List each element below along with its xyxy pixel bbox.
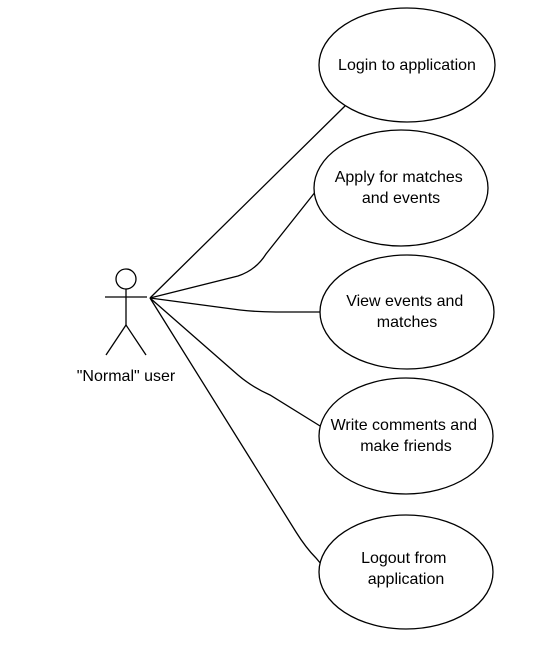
actor-right-leg xyxy=(125,324,147,356)
actor-label: "Normal" user xyxy=(77,368,176,385)
use-case-login-label: Login to application xyxy=(338,57,476,74)
use-case-write: Write comments and make friends xyxy=(318,377,494,495)
use-case-apply-label: Apply for matches and events xyxy=(335,169,468,207)
use-case-login: Login to application xyxy=(318,7,496,123)
association-logout xyxy=(149,297,322,565)
actor-head xyxy=(115,268,137,290)
association-login xyxy=(149,105,346,299)
use-case-view-label: View events and matches xyxy=(346,293,468,331)
use-case-logout: Logout from application xyxy=(318,514,494,630)
use-case-logout-label: Logout from application xyxy=(361,550,451,588)
association-write xyxy=(149,297,334,435)
use-case-apply: Apply for matches and events xyxy=(313,129,489,247)
actor-left-leg xyxy=(105,324,127,356)
use-case-view: View events and matches xyxy=(319,254,495,370)
associations xyxy=(149,105,346,565)
use-case-apply-ellipse xyxy=(313,129,489,247)
use-case-login-ellipse xyxy=(318,7,496,123)
actor xyxy=(105,268,147,356)
use-case-write-ellipse xyxy=(318,377,494,495)
use-case-write-label: Write comments and make friends xyxy=(331,417,482,455)
association-apply xyxy=(149,190,317,299)
association-view xyxy=(149,297,320,313)
use-case-logout-ellipse xyxy=(318,514,494,630)
use-case-view-ellipse xyxy=(319,254,495,370)
